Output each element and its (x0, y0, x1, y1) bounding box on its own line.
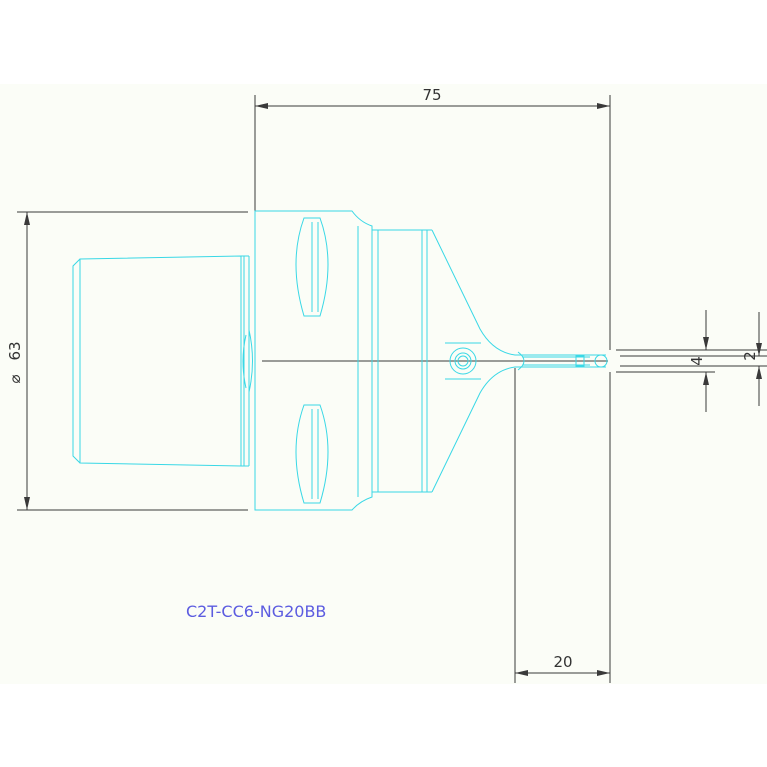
drive-key-upper (295, 217, 329, 317)
tip-offset-dimension: 20 (514, 368, 611, 683)
flange-body (254, 210, 432, 511)
tip-width-dimensions: 4 2 (616, 310, 767, 412)
tool-holder-outline (72, 210, 608, 511)
diameter-label: 63 (6, 341, 24, 360)
overall-length-label: 75 (422, 86, 441, 104)
tip-offset-label: 20 (553, 653, 572, 671)
width-2-label: 2 (741, 351, 759, 361)
width-4-label: 4 (688, 356, 706, 366)
taper-nose (431, 229, 608, 493)
diameter-symbol: ⌀ (6, 374, 24, 383)
drive-key-lower (295, 404, 329, 504)
diameter-dimension: ⌀ 63 (6, 211, 248, 511)
drawing-sheet-background (0, 84, 767, 684)
model-number-label: C2T-CC6-NG20BB (186, 602, 326, 621)
shank (72, 255, 253, 467)
overall-length-dimension: 75 (254, 86, 611, 350)
